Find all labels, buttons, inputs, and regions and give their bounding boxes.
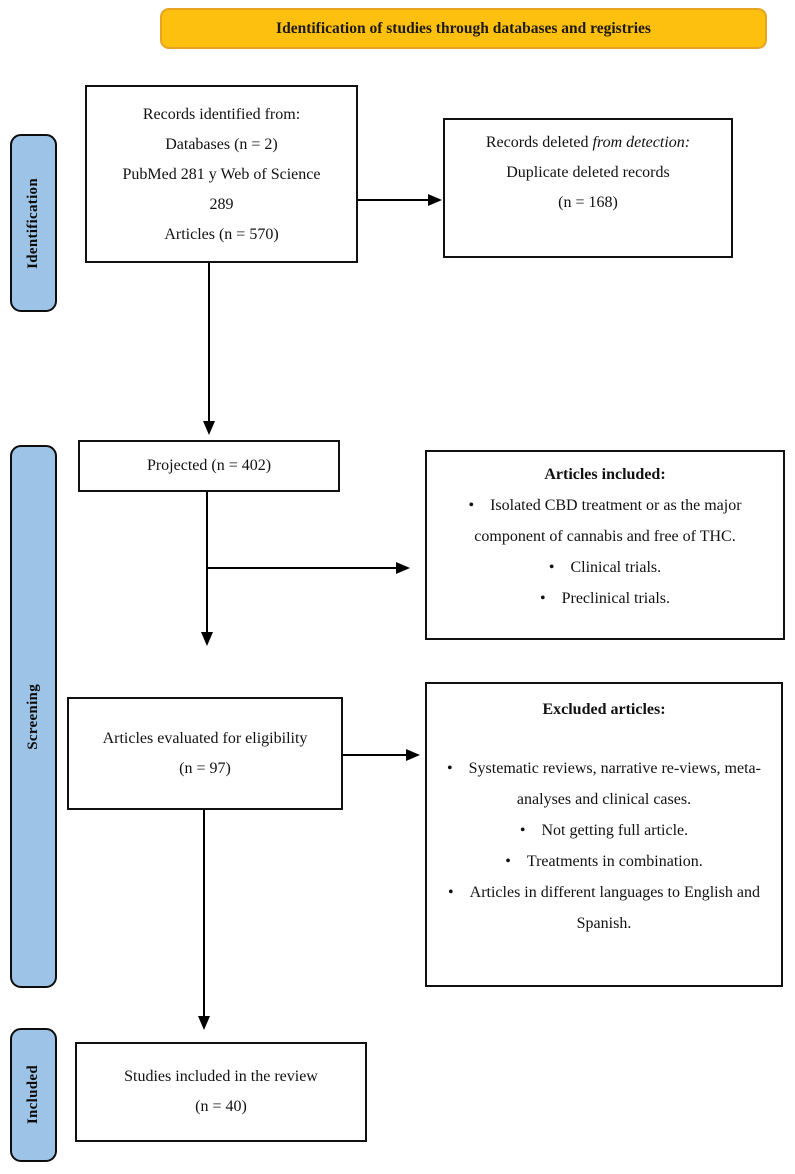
records-deleted-count: (n = 168) — [558, 194, 618, 211]
arrow-line — [358, 199, 430, 201]
records-deleted-heading: Records deleted from detection: — [445, 128, 731, 158]
stage-included-label: Included — [25, 1065, 41, 1125]
stage-identification: Identification — [10, 134, 57, 312]
records-deleted-heading-italic: from detection: — [592, 134, 691, 151]
box-records-deleted: Records deleted from detection: Duplicat… — [443, 118, 733, 258]
box-records-identified: Records identified from: Databases (n = … — [85, 85, 358, 263]
articles-evaluated-count: (n = 97) — [179, 759, 231, 777]
box-projected: Projected (n = 402) — [78, 440, 340, 492]
title-banner-label: Identification of studies through databa… — [276, 19, 651, 37]
excluded-articles-bullet: Treatments in combination. — [439, 846, 769, 877]
arrow-line — [208, 263, 210, 423]
title-banner: Identification of studies through databa… — [160, 8, 767, 49]
studies-included-count: (n = 40) — [195, 1098, 247, 1115]
box-studies-included: Studies included in the review (n = 40) — [75, 1042, 367, 1142]
arrow-head-icon — [406, 749, 420, 761]
stage-included: Included — [10, 1028, 57, 1162]
stage-screening-label: Screening — [25, 683, 41, 750]
articles-included-bullet: Isolated CBD treatment or as the major c… — [440, 490, 770, 552]
arrow-line — [206, 492, 208, 634]
box-excluded-articles: Excluded articles: Systematic reviews, n… — [425, 682, 783, 987]
studies-included-line: Studies included in the review — [124, 1068, 318, 1085]
arrow-line — [206, 567, 398, 569]
excluded-articles-bullet: Systematic reviews, narrative re-views, … — [439, 753, 769, 815]
arrow-head-icon — [428, 194, 442, 206]
stage-screening: Screening — [10, 445, 57, 988]
articles-evaluated-line: Articles evaluated for eligibility — [102, 729, 308, 747]
records-identified-line: 289 — [209, 196, 234, 213]
projected-label: Projected (n = 402) — [146, 457, 272, 474]
articles-included-bullet: Clinical trials. — [440, 552, 770, 583]
arrow-line — [343, 754, 408, 756]
records-deleted-line: Duplicate deleted records — [506, 164, 670, 181]
articles-included-title: Articles included: — [544, 466, 666, 483]
excluded-articles-bullet: Articles in different languages to Engli… — [439, 877, 769, 939]
records-deleted-heading-normal: Records deleted — [485, 134, 593, 151]
records-identified-line: PubMed 281 y Web of Science — [122, 166, 321, 183]
articles-included-bullet: Preclinical trials. — [440, 583, 770, 614]
excluded-articles-bullet: Not getting full article. — [439, 815, 769, 846]
arrow-head-icon — [203, 421, 215, 435]
excluded-articles-title: Excluded articles: — [542, 701, 666, 718]
arrow-head-icon — [198, 1016, 210, 1030]
arrow-head-icon — [201, 632, 213, 646]
box-articles-evaluated: Articles evaluated for eligibility (n = … — [67, 697, 343, 810]
arrow-head-icon — [396, 562, 410, 574]
box-articles-included: Articles included: Isolated CBD treatmen… — [425, 450, 785, 640]
arrow-line — [203, 810, 205, 1018]
records-identified-line: Records identified from: — [142, 106, 301, 123]
records-identified-line: Databases (n = 2) — [165, 136, 278, 153]
stage-identification-label: Identification — [25, 177, 41, 269]
records-identified-line: Articles (n = 570) — [164, 226, 279, 243]
